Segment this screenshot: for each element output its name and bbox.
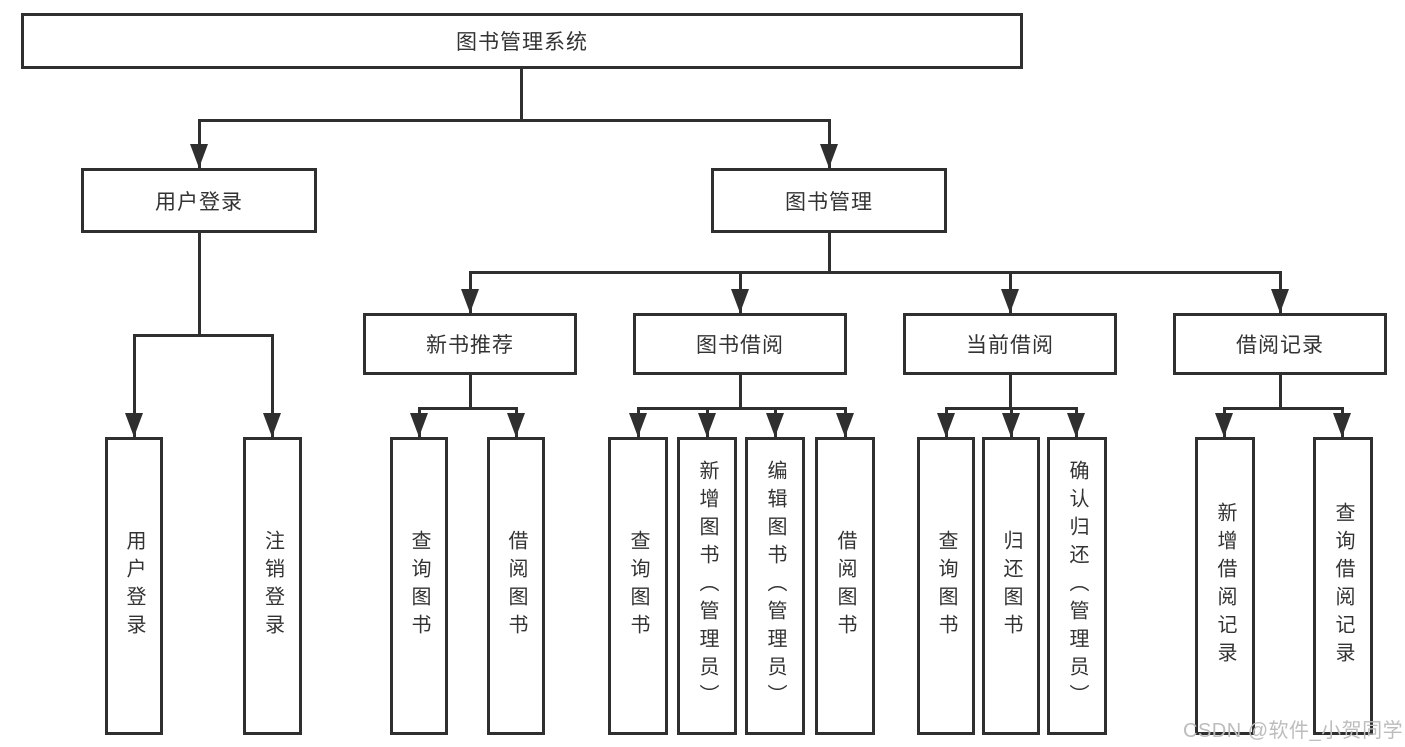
arrowhead-icon [1215,413,1233,437]
connector-line [469,271,1282,274]
node-root: 图书管理系统 [21,13,1023,69]
connector-line [520,69,523,120]
connector-line [1009,375,1012,408]
leaf-add-borrow-record: 新增借阅记录 [1195,437,1255,735]
connector-line [1279,375,1282,408]
node-label: 编辑图书（管理员） [764,460,786,712]
arrowhead-icon [698,413,716,437]
node-label: 查询图书 [627,530,649,642]
leaf-edit-book-admin: 编辑图书（管理员） [745,437,805,735]
connector-line [469,375,472,408]
node-label: 借阅图书 [834,530,856,642]
node-label: 用户登录 [123,530,145,642]
leaf-borrow-books: 借阅图书 [815,437,875,735]
node-label: 当前借阅 [966,334,1054,357]
connector-line [133,335,136,437]
node-label: 借阅图书 [505,530,527,642]
leaf-return-book: 归还图书 [982,437,1040,735]
arrowhead-icon [125,413,143,437]
connector-line [637,407,847,410]
leaf-logout: 注销登录 [243,437,302,735]
connector-line [739,375,742,408]
node-label: 用户登录 [155,190,243,214]
connector-line [271,335,274,437]
arrowhead-icon [937,413,955,437]
leaf-query-books-recommend: 查询图书 [390,437,448,735]
arrowhead-icon [190,144,208,168]
arrowhead-icon [731,289,749,313]
connector-line [1223,407,1344,410]
leaf-query-books-borrow: 查询图书 [608,437,668,735]
arrowhead-icon [1002,413,1020,437]
node-label: 新增图书（管理员） [696,460,718,712]
node-borrow-records: 借阅记录 [1173,313,1387,375]
node-new-book-recommend: 新书推荐 [363,313,577,375]
node-label: 图书管理系统 [456,31,588,54]
arrowhead-icon [766,413,784,437]
node-label: 查询图书 [935,530,957,642]
leaf-confirm-return-admin: 确认归还（管理员） [1047,437,1107,735]
connector-line [198,233,201,335]
leaf-add-book-admin: 新增图书（管理员） [677,437,737,735]
watermark-text: CSDN @软件_小贺同学 [1183,720,1404,742]
connector-line [828,233,831,272]
node-book-borrow: 图书借阅 [633,313,847,375]
node-book-management: 图书管理 [711,168,947,233]
node-label: 查询图书 [408,530,430,642]
node-label: 新增借阅记录 [1214,502,1236,670]
leaf-query-borrow-record: 查询借阅记录 [1313,437,1373,735]
node-label: 确认归还（管理员） [1066,460,1088,712]
connector-line [133,334,274,337]
arrowhead-icon [836,413,854,437]
node-label: 图书借阅 [696,334,784,357]
arrowhead-icon [263,413,281,437]
arrowhead-icon [1271,289,1289,313]
node-label: 图书管理 [785,190,873,214]
leaf-query-books-current: 查询图书 [917,437,975,735]
arrowhead-icon [410,413,428,437]
node-label: 借阅记录 [1236,334,1324,357]
connector-line [198,119,831,122]
node-label: 归还图书 [1000,530,1022,642]
node-label: 查询借阅记录 [1332,502,1354,670]
arrowhead-icon [507,413,525,437]
connector-line [418,407,518,410]
arrowhead-icon [1333,413,1351,437]
arrowhead-icon [820,144,838,168]
node-user-login: 用户登录 [81,168,317,233]
node-current-borrow: 当前借阅 [903,313,1117,375]
leaf-user-login: 用户登录 [105,437,163,735]
arrowhead-icon [629,413,647,437]
arrowhead-icon [461,289,479,313]
leaf-borrow-books-recommend: 借阅图书 [487,437,545,735]
arrowhead-icon [1067,413,1085,437]
node-label: 注销登录 [261,530,284,642]
node-label: 新书推荐 [426,334,514,357]
arrowhead-icon [1001,289,1019,313]
